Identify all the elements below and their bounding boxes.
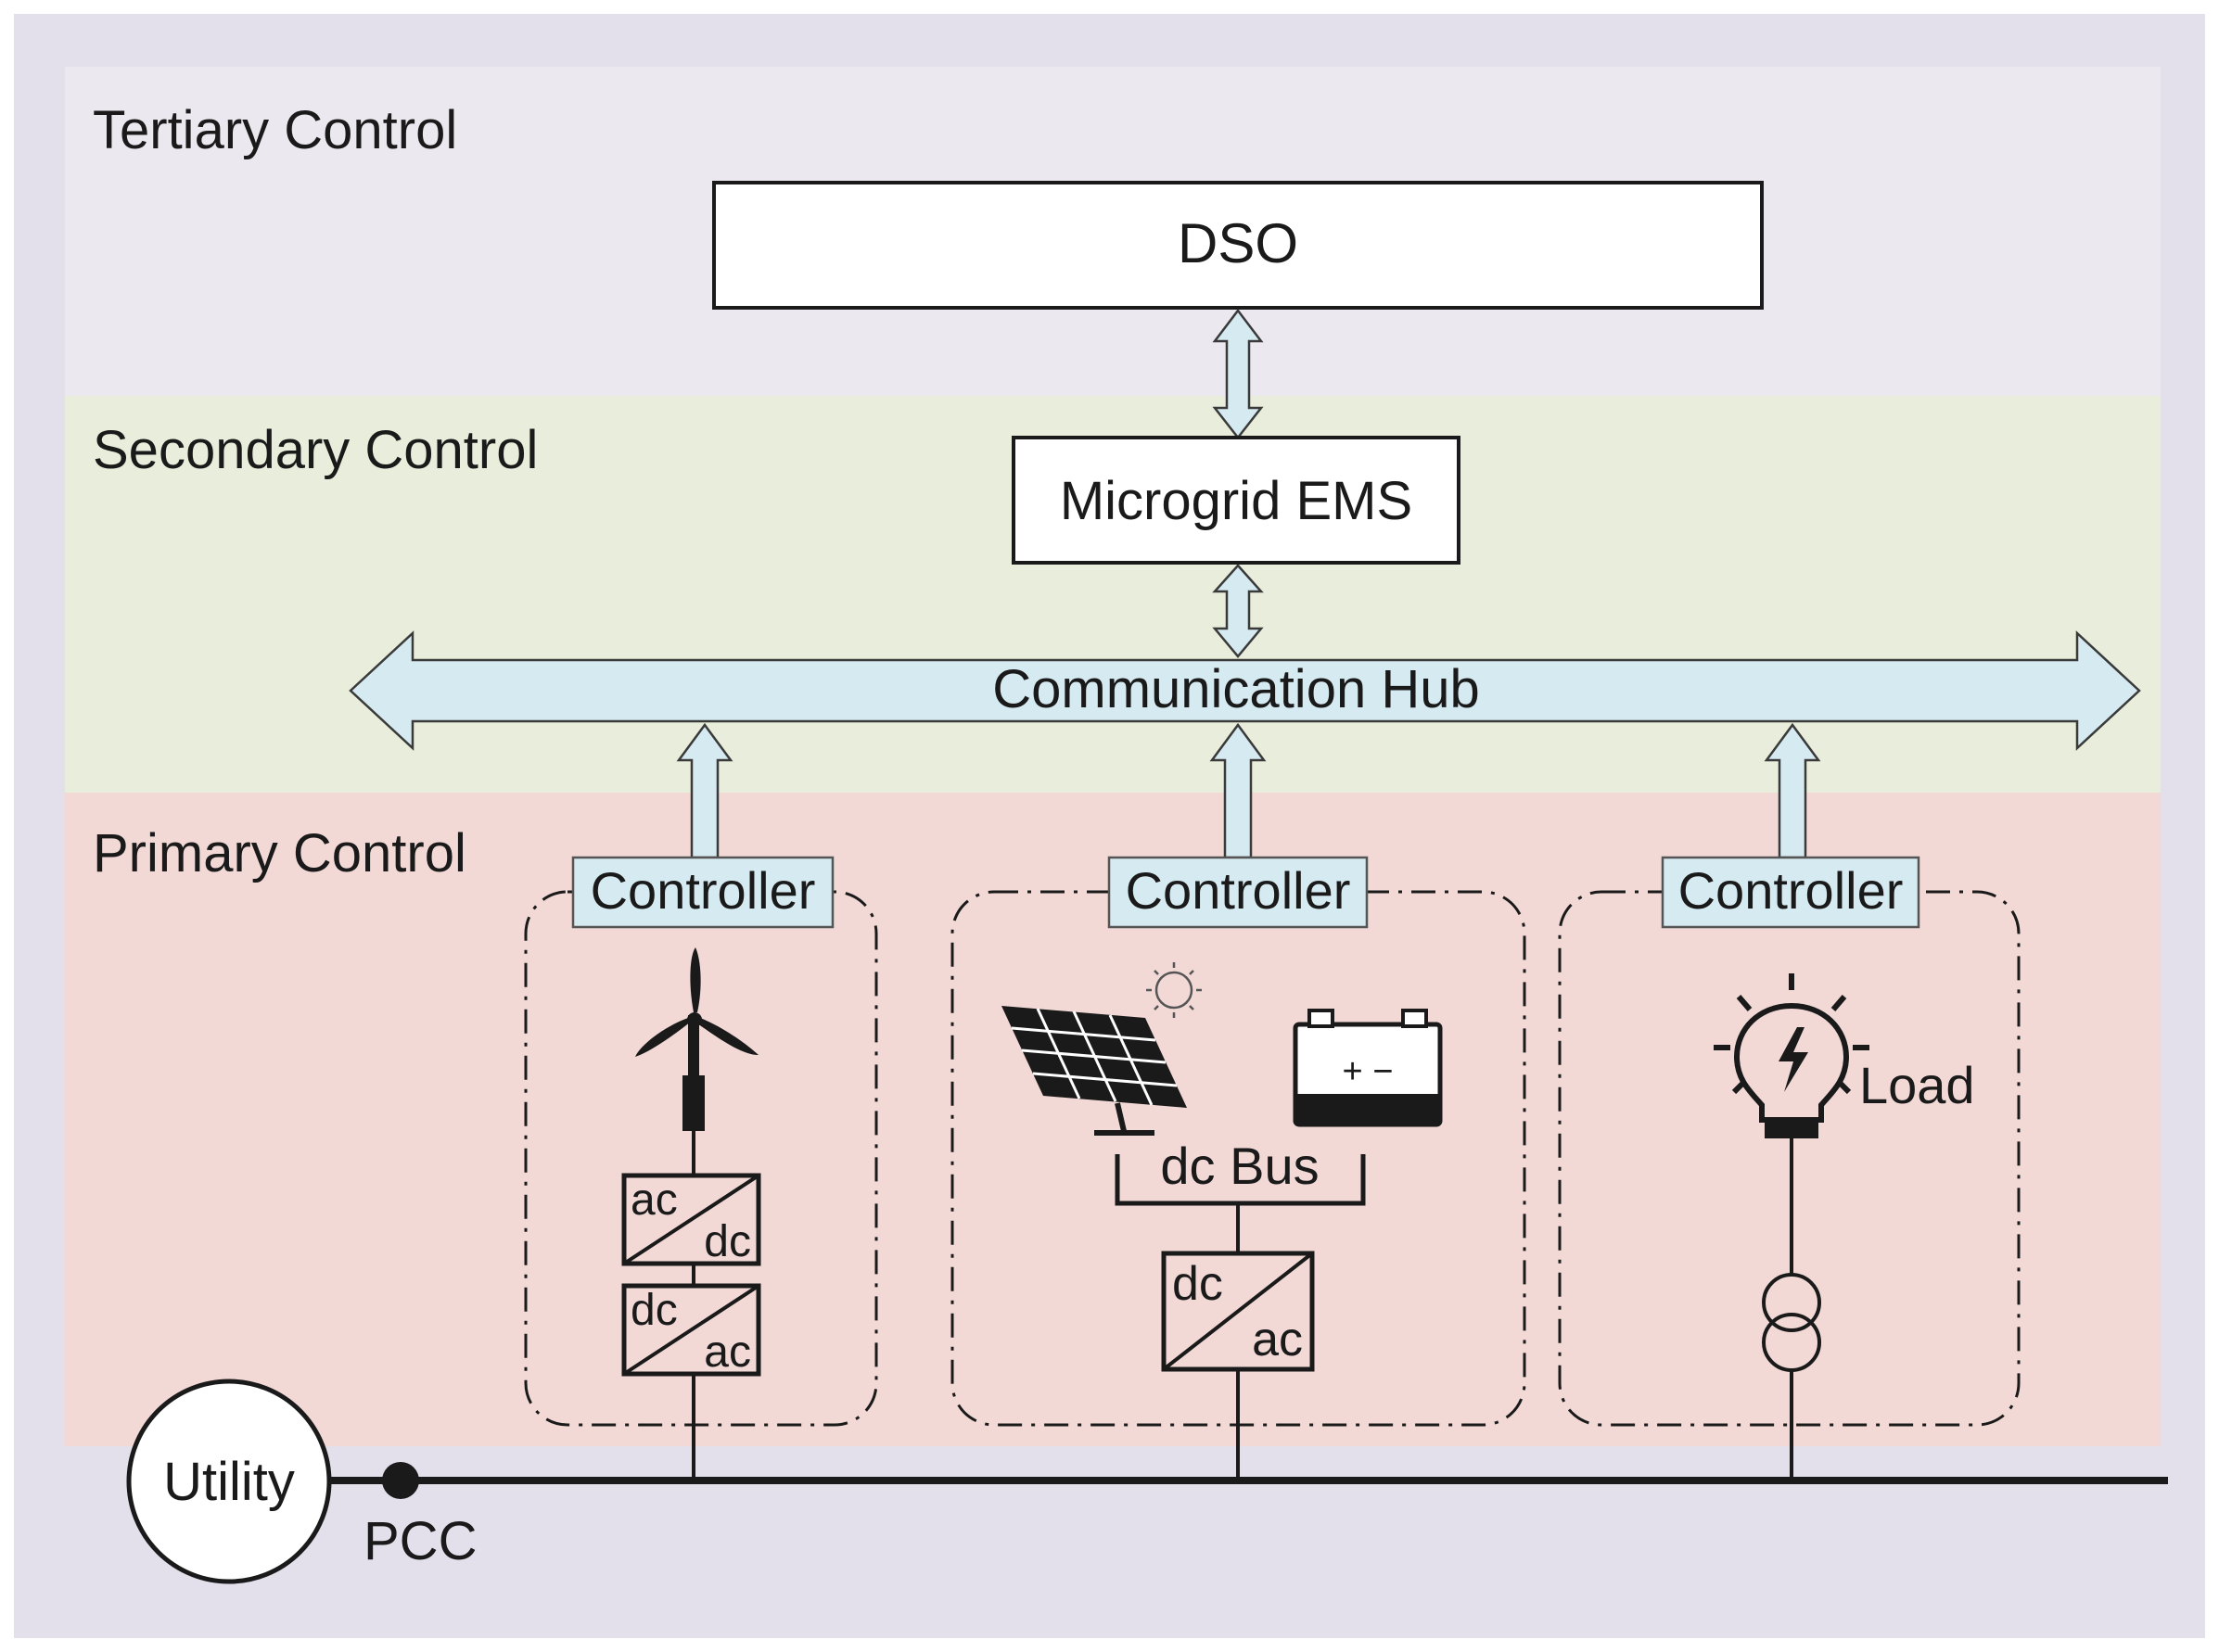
ac-dc-bottom-label: dc [704,1217,751,1266]
pcc-label: PCC [363,1511,477,1571]
dc-ac-wind-top-label: dc [631,1286,678,1335]
dc-ac-converter-wind: dc ac [621,1283,761,1377]
controller-box-solar [1107,856,1369,929]
hub-label: Communication Hub [992,659,1479,719]
ac-dc-converter: ac dc [621,1173,761,1266]
utility-label: Utility [163,1452,295,1512]
primary-label: Primary Control [93,823,466,883]
dso-label: DSO [1178,212,1298,274]
sun-icon [1146,962,1202,1018]
controller-label-solar: Controller [1126,861,1351,920]
dso-box [712,181,1764,310]
battery-terminal-labels: + − [1343,1052,1394,1091]
dc-ac-converter-solar: dc ac [1161,1251,1315,1372]
tertiary-label: Tertiary Control [93,100,457,160]
pcc-node [382,1462,419,1499]
wind-turbine-icon [635,947,759,1131]
battery-icon: + − [1293,1009,1443,1127]
ems-hub-arrow [1212,564,1264,658]
communication-hub-arrow [349,630,2141,751]
controller-label-wind: Controller [591,861,816,920]
controller-box-load [1661,856,1920,929]
dc-bus-line [1115,1154,1366,1206]
dc-ac-wind-bottom-label: ac [704,1328,751,1377]
solar-panel-icon [1001,1006,1187,1136]
ac-dc-top-label: ac [631,1175,678,1225]
load-label: Load [1859,1056,1975,1114]
dc-ac-solar-top-label: dc [1172,1257,1223,1311]
wind-group-boundary [524,890,878,1427]
utility-circle [126,1379,332,1584]
ems-label: Microgrid EMS [1060,471,1412,531]
ems-box [1012,436,1460,565]
controller-label-load: Controller [1678,861,1904,920]
controller-box-wind [571,856,835,929]
secondary-label: Secondary Control [93,420,538,480]
dc-ac-solar-bottom-label: ac [1252,1313,1303,1366]
dc-bus-label: dc Bus [1160,1137,1319,1195]
light-bulb-icon [1714,973,1869,1138]
